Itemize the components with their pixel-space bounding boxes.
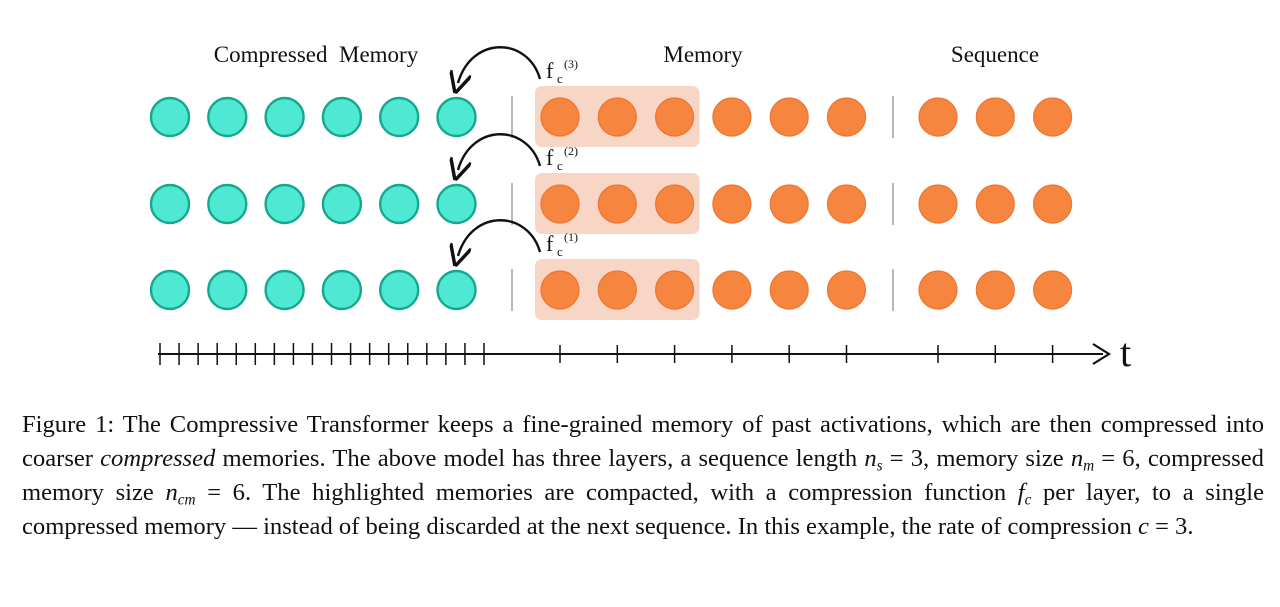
memory-node bbox=[540, 97, 580, 137]
caption-text: Figure 1: The Compressive Transformer ke… bbox=[22, 411, 1264, 472]
memory-node bbox=[597, 270, 637, 310]
compressed-memory-node bbox=[379, 269, 420, 311]
caption-text: = 3. bbox=[1148, 513, 1194, 540]
math-ncm: ncm bbox=[165, 479, 196, 509]
compressed-memory-node bbox=[149, 96, 191, 138]
memory-node bbox=[540, 270, 580, 310]
compressed-memory-node bbox=[207, 183, 248, 225]
compression-arrow bbox=[458, 46, 542, 83]
sequence-node bbox=[918, 184, 958, 224]
memory-node bbox=[540, 184, 580, 224]
figure-caption: Figure 1: The Compressive Transformer ke… bbox=[22, 408, 1264, 544]
compressed-memory-node bbox=[321, 183, 363, 225]
compressed-memory-node bbox=[149, 183, 191, 225]
compressed-memory-node bbox=[321, 269, 363, 311]
memory-node bbox=[654, 184, 695, 224]
time-axis-label: t bbox=[1120, 330, 1131, 375]
compression-function-layer: (1) bbox=[564, 230, 578, 244]
compressed-memory-node bbox=[321, 96, 363, 138]
compressed-memory-node bbox=[264, 183, 305, 225]
memory-node bbox=[769, 97, 809, 137]
compressed-memory-node bbox=[379, 96, 420, 138]
compressed-memory-node bbox=[379, 183, 420, 225]
compressed-memory-node bbox=[264, 269, 305, 311]
memory-node bbox=[826, 270, 867, 310]
time-axis-arrowhead bbox=[1092, 343, 1112, 365]
caption-text: = 6. The highlighted memories are compac… bbox=[195, 479, 1018, 506]
math-fc: fc bbox=[1017, 479, 1032, 509]
compression-function-label: f bbox=[546, 145, 554, 170]
caption-text: memories. The above model has three laye… bbox=[215, 445, 865, 472]
caption-text: per layer, to a single compressed memory… bbox=[22, 479, 1264, 540]
compression-function-layer: (3) bbox=[564, 57, 578, 71]
memory-node bbox=[769, 270, 809, 310]
compression-function-subscript: c bbox=[557, 244, 563, 259]
compression-function-label: f bbox=[546, 231, 554, 256]
compressed-memory-node bbox=[436, 96, 477, 138]
memory-node bbox=[597, 97, 637, 137]
memory-node bbox=[654, 270, 695, 310]
compression-function-layer: (2) bbox=[564, 144, 578, 158]
compressed-memory-label: Compressed Memory bbox=[214, 42, 419, 67]
sequence-node bbox=[918, 97, 958, 137]
memory-node bbox=[769, 184, 809, 224]
compressed-memory-node bbox=[149, 269, 191, 311]
memory-node bbox=[597, 184, 637, 224]
compression-arrow bbox=[458, 219, 542, 256]
caption-text: = 3, memory size bbox=[882, 445, 1071, 472]
compressed-memory-node bbox=[436, 183, 477, 225]
memory-node bbox=[826, 184, 867, 224]
memory-node bbox=[712, 270, 752, 310]
compressed-memory-node bbox=[264, 96, 305, 138]
memory-label: Memory bbox=[663, 42, 743, 67]
math-ns: ns bbox=[864, 445, 883, 475]
sequence-node bbox=[975, 97, 1015, 137]
compressed-memory-node bbox=[436, 269, 477, 311]
sequence-node bbox=[1032, 184, 1073, 224]
time-axis bbox=[158, 343, 1112, 365]
memory-node bbox=[654, 97, 695, 137]
math-nm: nm bbox=[1070, 445, 1095, 475]
compressed-memory-node bbox=[207, 269, 248, 311]
sequence-label: Sequence bbox=[951, 42, 1039, 67]
compression-arrow bbox=[458, 133, 542, 170]
compression-function-subscript: c bbox=[557, 71, 563, 86]
sequence-node bbox=[1032, 97, 1073, 137]
sequence-node bbox=[918, 270, 958, 310]
math-c: c bbox=[1137, 513, 1149, 540]
sequence-node bbox=[1032, 270, 1073, 310]
sequence-node bbox=[975, 184, 1015, 224]
memory-node bbox=[712, 97, 752, 137]
caption-emphasis: compressed bbox=[100, 445, 216, 472]
compression-function-subscript: c bbox=[557, 158, 563, 173]
compression-function-label: f bbox=[546, 58, 554, 83]
caption-text: = 6, compressed memory size bbox=[22, 445, 1264, 506]
compressed-memory-node bbox=[207, 96, 248, 138]
sequence-node bbox=[975, 270, 1015, 310]
memory-node bbox=[826, 97, 867, 137]
memory-node bbox=[712, 184, 752, 224]
